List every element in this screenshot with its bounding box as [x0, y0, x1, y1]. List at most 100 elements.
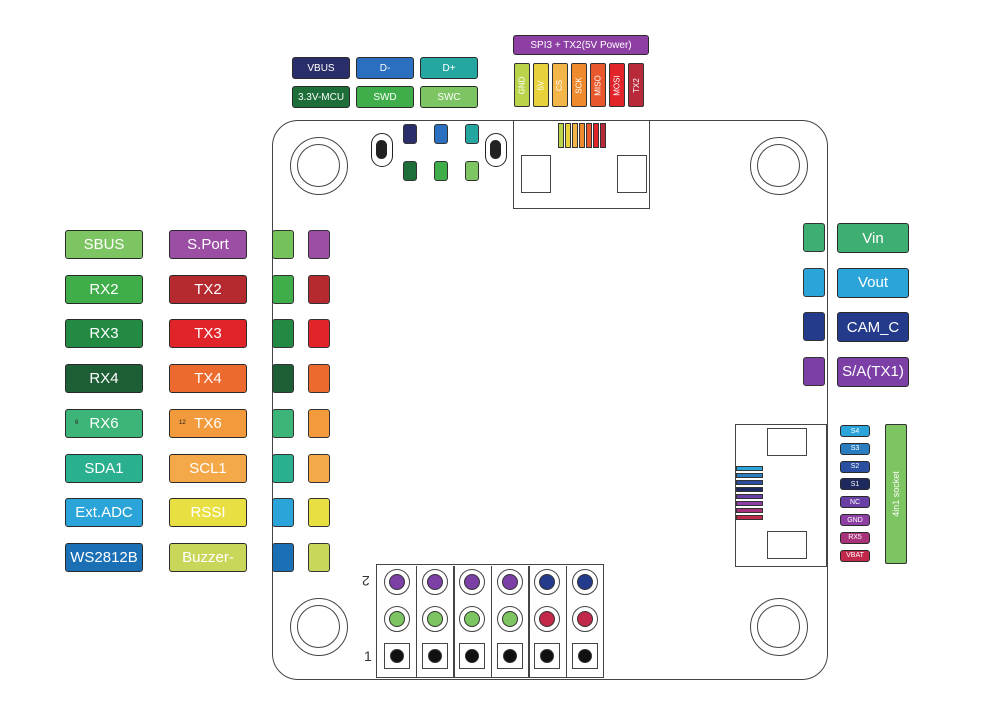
left-label-col2-6: SCL1 [169, 453, 247, 483]
left-pad-col2-6 [308, 453, 330, 483]
servo-pin-dot [539, 611, 555, 627]
debug-label-3: SWC [420, 86, 478, 108]
right-pad-1 [803, 223, 825, 252]
esc-wire-1 [736, 466, 763, 471]
pad-d-minus [434, 124, 448, 144]
esc-wire-7 [736, 508, 763, 513]
spi-pin-3: CS [552, 63, 568, 107]
left-pad-col1-1 [272, 230, 294, 259]
servo-pin-dot [502, 649, 517, 663]
left-label-col2-3: TX3 [169, 319, 247, 349]
servo-pin-dot [576, 611, 593, 627]
right-pad-2 [803, 267, 825, 297]
left-pad-col1-4 [272, 364, 294, 394]
esc-wire-6 [736, 501, 763, 506]
mounting-hole-bottom-right [750, 598, 808, 656]
right-label-1: Vin [837, 223, 909, 253]
right-label-4: S/A(TX1) [837, 356, 909, 387]
servo-pin-dot [464, 611, 480, 627]
servo-pin-dot [390, 649, 404, 663]
left-label-text: RX3 [89, 325, 119, 343]
spi-pin-5: MISO [590, 63, 606, 107]
left-label-col2-8: Buzzer- [169, 542, 247, 572]
spi-wire-7 [600, 123, 606, 148]
left-label-text: SCL1 [189, 459, 227, 477]
servo-pin-middle-4 [496, 606, 523, 632]
left-label-col1-6: SDA1 [65, 453, 143, 483]
left-label-text: RX4 [89, 370, 119, 388]
servo-pin-top-3 [459, 569, 485, 595]
servo-pin-top-4 [496, 569, 523, 595]
left-label-col2-5: TX6 12 [169, 408, 247, 438]
usb-label-3: D+ [420, 57, 478, 79]
left-label-text: RSSI [190, 504, 226, 522]
left-label-text: TX2 [194, 280, 222, 298]
servo-pin-middle-3 [459, 606, 485, 632]
spi-wire-3 [572, 123, 578, 148]
left-label-col2-2: TX2 [169, 274, 247, 304]
left-label-text: RX2 [89, 280, 119, 298]
servo-pin-mark-1: 1 [364, 648, 372, 664]
spi-wire-4 [579, 123, 585, 148]
servo-pin-top-6 [571, 569, 598, 595]
servo-pin-bottom-1 [384, 643, 410, 669]
pad-vbus [403, 124, 417, 144]
left-label-col2-7: RSSI [169, 498, 247, 528]
right-pad-3 [803, 312, 825, 341]
spi-pin-1: GND [514, 63, 530, 107]
pad-swc [465, 161, 479, 181]
mounting-hole-top-left [290, 137, 348, 195]
right-label-3: CAM_C [837, 312, 909, 342]
spi-pin-text: GND [517, 76, 527, 94]
left-label-col1-1: SBUS [65, 230, 143, 259]
servo-pin-bottom-4 [496, 643, 523, 669]
left-label-text: SDA1 [84, 459, 124, 477]
spi-pin-4: SCK [571, 63, 587, 107]
left-pad-col2-7 [308, 498, 330, 528]
usb-mount-hole-left [371, 133, 393, 167]
esc-pin-1: S4 [840, 425, 870, 437]
usb-label-1: VBUS [292, 57, 350, 79]
pad-d-plus [465, 124, 479, 144]
servo-pin-dot [464, 574, 480, 590]
debug-label-2: SWD [356, 86, 414, 108]
servo-pin-middle-6 [571, 606, 598, 632]
usb-mount-hole-right [485, 133, 507, 167]
servo-pin-dot [426, 574, 443, 590]
servo-pin-dot [576, 574, 593, 590]
right-label-2: Vout [837, 267, 909, 298]
esc-wire-4 [736, 487, 763, 492]
servo-pin-top-2 [421, 569, 448, 595]
servo-pin-dot [426, 611, 443, 627]
servo-pin-mark-2: 2 [362, 573, 370, 589]
debug-label-1: 3.3V-MCU [292, 86, 350, 108]
spi-pin-7: TX2 [628, 63, 644, 107]
servo-pin-dot [465, 649, 479, 663]
servo-pin-middle-1 [384, 606, 410, 632]
pad-swd [434, 161, 448, 181]
servo-column-divider [415, 566, 417, 677]
esc-connector-lug-top [767, 428, 807, 456]
left-pad-col2-2 [308, 274, 330, 304]
servo-column-divider [453, 566, 455, 677]
esc-wire-8 [736, 515, 763, 520]
servo-pin-dot [501, 574, 518, 590]
left-pad-col2-8 [308, 542, 330, 572]
left-label-tag: 12 [179, 420, 186, 427]
left-label-text: SBUS [83, 236, 125, 253]
servo-column-divider [528, 566, 530, 677]
spi-pin-text: TX2 [631, 77, 641, 93]
spi-pin-text: 5V [536, 80, 546, 90]
spi-connector-lug-left [521, 155, 551, 193]
right-pad-4 [803, 356, 825, 386]
esc-pin-6: GND [840, 514, 870, 526]
spi-pin-text: SCK [574, 76, 584, 94]
spi-pin-text: MOSI [612, 74, 622, 96]
servo-pin-bottom-2 [421, 643, 448, 669]
pad-3v3-mcu [403, 161, 417, 181]
servo-pin-middle-5 [534, 606, 560, 632]
left-label-text: TX6 [194, 414, 222, 432]
left-label-text: TX4 [194, 370, 222, 388]
spi-connector-lug-right [617, 155, 647, 193]
